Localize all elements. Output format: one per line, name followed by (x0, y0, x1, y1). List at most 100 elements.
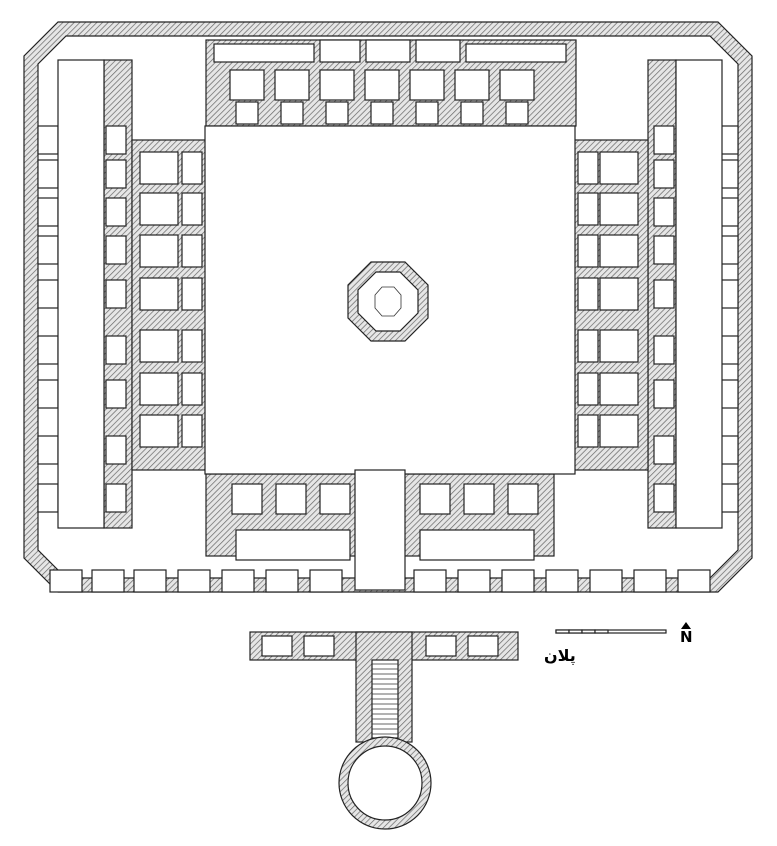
outer-cell (37, 379, 59, 409)
south-cell (91, 569, 125, 593)
outer-cell (37, 125, 59, 155)
south-cell (633, 569, 667, 593)
cell (274, 69, 310, 101)
iwan (653, 435, 675, 465)
north-label: N (680, 628, 693, 646)
iwan (577, 372, 599, 406)
pavilion-core (374, 286, 402, 317)
cell (139, 234, 179, 268)
south-cell (545, 569, 579, 593)
iwan (181, 277, 203, 311)
cell (599, 234, 639, 268)
south-hall (235, 529, 351, 561)
iwan (235, 101, 259, 125)
iwan (105, 125, 127, 155)
outer-cell (37, 235, 59, 265)
iwan (181, 234, 203, 268)
iwan (181, 329, 203, 363)
south-cell (309, 569, 343, 593)
iwan (577, 192, 599, 226)
iwan (577, 234, 599, 268)
cell (275, 483, 307, 515)
outer-cell (37, 335, 59, 365)
iwan (105, 335, 127, 365)
south-hall (419, 529, 535, 561)
iwan (653, 379, 675, 409)
iwan (370, 101, 394, 125)
cell (139, 151, 179, 185)
cell (139, 329, 179, 363)
north-hall (319, 39, 361, 63)
annex-cell (467, 635, 499, 657)
north-hall (365, 39, 411, 63)
cell (599, 277, 639, 311)
north-hall (213, 43, 315, 63)
entrance-passage (354, 469, 406, 591)
south-cell (677, 569, 711, 593)
south-cell (413, 569, 447, 593)
cell (231, 483, 263, 515)
cell (599, 151, 639, 185)
iwan (105, 483, 127, 513)
cell (599, 414, 639, 448)
outer-cell (37, 197, 59, 227)
iwan (105, 235, 127, 265)
iwan (415, 101, 439, 125)
iwan (577, 151, 599, 185)
cell (139, 372, 179, 406)
annex-tower-inner (347, 745, 423, 821)
outer-cell (37, 279, 59, 309)
plan-title: پلان (544, 646, 576, 665)
iwan (653, 235, 675, 265)
iwan (325, 101, 349, 125)
cell (599, 372, 639, 406)
cell (499, 69, 535, 101)
north-arrow-icon (681, 622, 691, 629)
south-cell (49, 569, 83, 593)
iwan (105, 159, 127, 189)
pavilion-inner (357, 271, 419, 332)
cell (419, 483, 451, 515)
outer-cell (37, 159, 59, 189)
iwan (105, 279, 127, 309)
south-cell (265, 569, 299, 593)
iwan (653, 159, 675, 189)
iwan (105, 197, 127, 227)
cell (364, 69, 400, 101)
south-cell (589, 569, 623, 593)
south-cell (177, 569, 211, 593)
cell (319, 483, 351, 515)
iwan (280, 101, 304, 125)
iwan (653, 279, 675, 309)
north-hall (415, 39, 461, 63)
scale-bar-segment (594, 629, 609, 634)
iwan (460, 101, 484, 125)
outer-cell (37, 435, 59, 465)
cell (139, 414, 179, 448)
cell (139, 277, 179, 311)
south-cell (133, 569, 167, 593)
south-cell (221, 569, 255, 593)
annex-cell (261, 635, 293, 657)
annex-cell (303, 635, 335, 657)
cell (409, 69, 445, 101)
east-stable-hall (675, 59, 723, 529)
cell (319, 69, 355, 101)
cell (229, 69, 265, 101)
iwan (105, 435, 127, 465)
iwan (653, 125, 675, 155)
cell (507, 483, 539, 515)
iwan (181, 372, 203, 406)
iwan (653, 335, 675, 365)
cell (599, 192, 639, 226)
iwan (577, 329, 599, 363)
iwan (577, 414, 599, 448)
cell (599, 329, 639, 363)
scale-bar-segment (568, 629, 583, 634)
iwan (653, 197, 675, 227)
cell (463, 483, 495, 515)
south-cell (457, 569, 491, 593)
annex-cell (425, 635, 457, 657)
cell (139, 192, 179, 226)
